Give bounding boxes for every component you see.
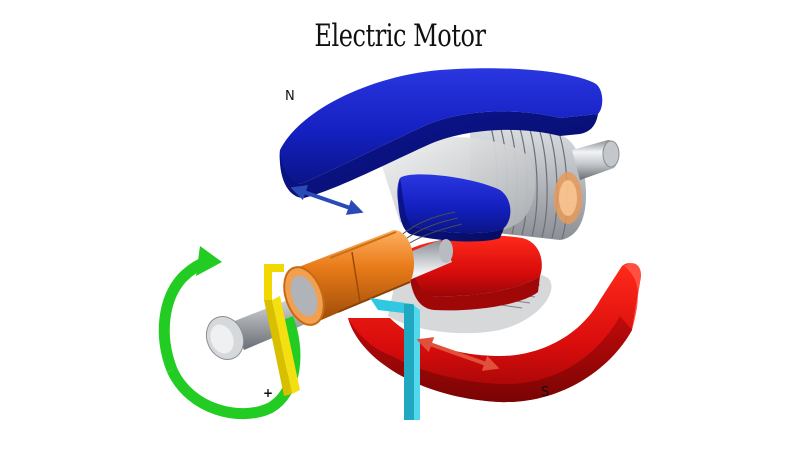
rotation-arrow [158,246,222,372]
south-pole-label: S [541,385,550,400]
positive-brush [264,264,300,396]
rotation-arrow-back [166,316,301,420]
positive-terminal-label: + [263,386,274,400]
negative-brush [370,298,420,420]
south-force-arrow [416,337,500,371]
north-pole-magnet [279,68,603,198]
commutator [283,230,415,326]
rotation-arrow-head [196,246,222,276]
diagram-title: Electric Motor [314,18,486,54]
north-force-arrow [290,185,364,215]
north-pole-label: N [285,89,295,104]
coil-lead-wires [399,211,463,245]
north-pole-shoe [397,174,511,242]
